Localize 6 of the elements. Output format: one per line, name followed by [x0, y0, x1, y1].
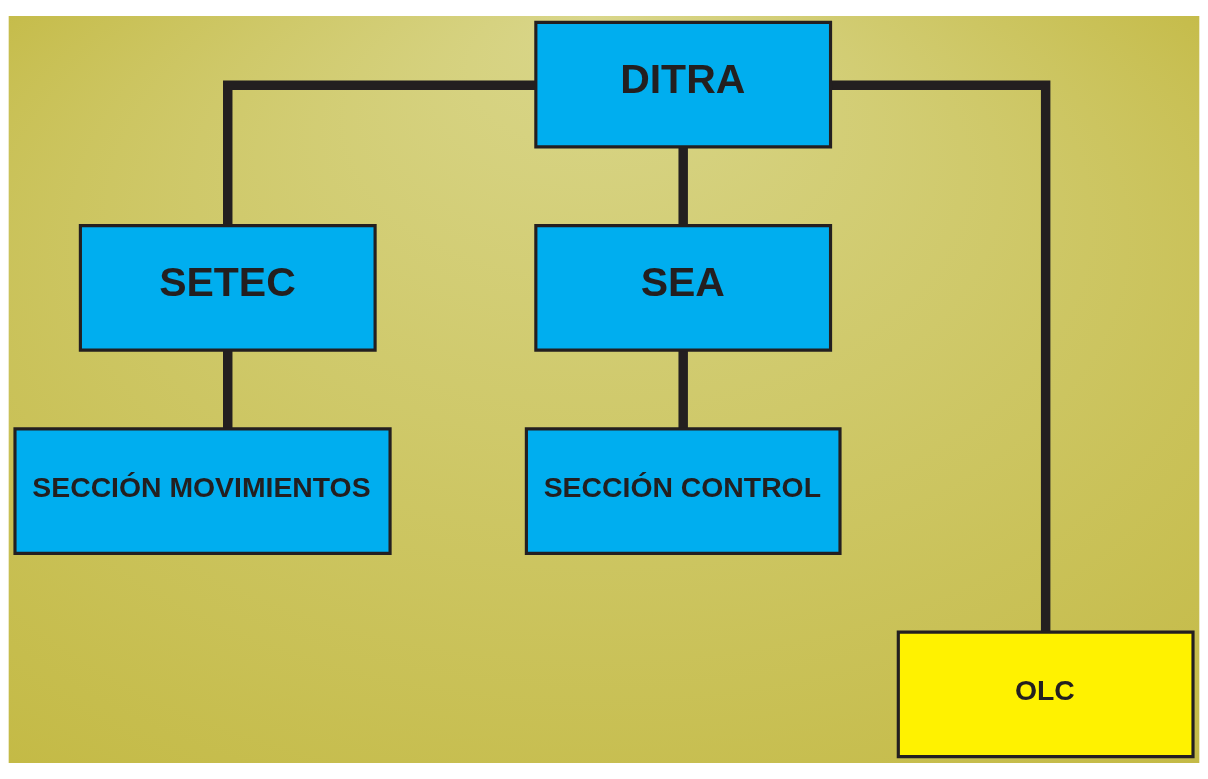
- node-box: SECCIÓN MOVIMIENTOS: [13, 427, 392, 555]
- node-box: SEA: [534, 224, 833, 352]
- node-box: OLC: [896, 630, 1195, 759]
- node-box: SECCIÓN CONTROL: [524, 427, 842, 555]
- node-box: SETEC: [78, 224, 377, 352]
- node-box: DITRA: [534, 20, 833, 149]
